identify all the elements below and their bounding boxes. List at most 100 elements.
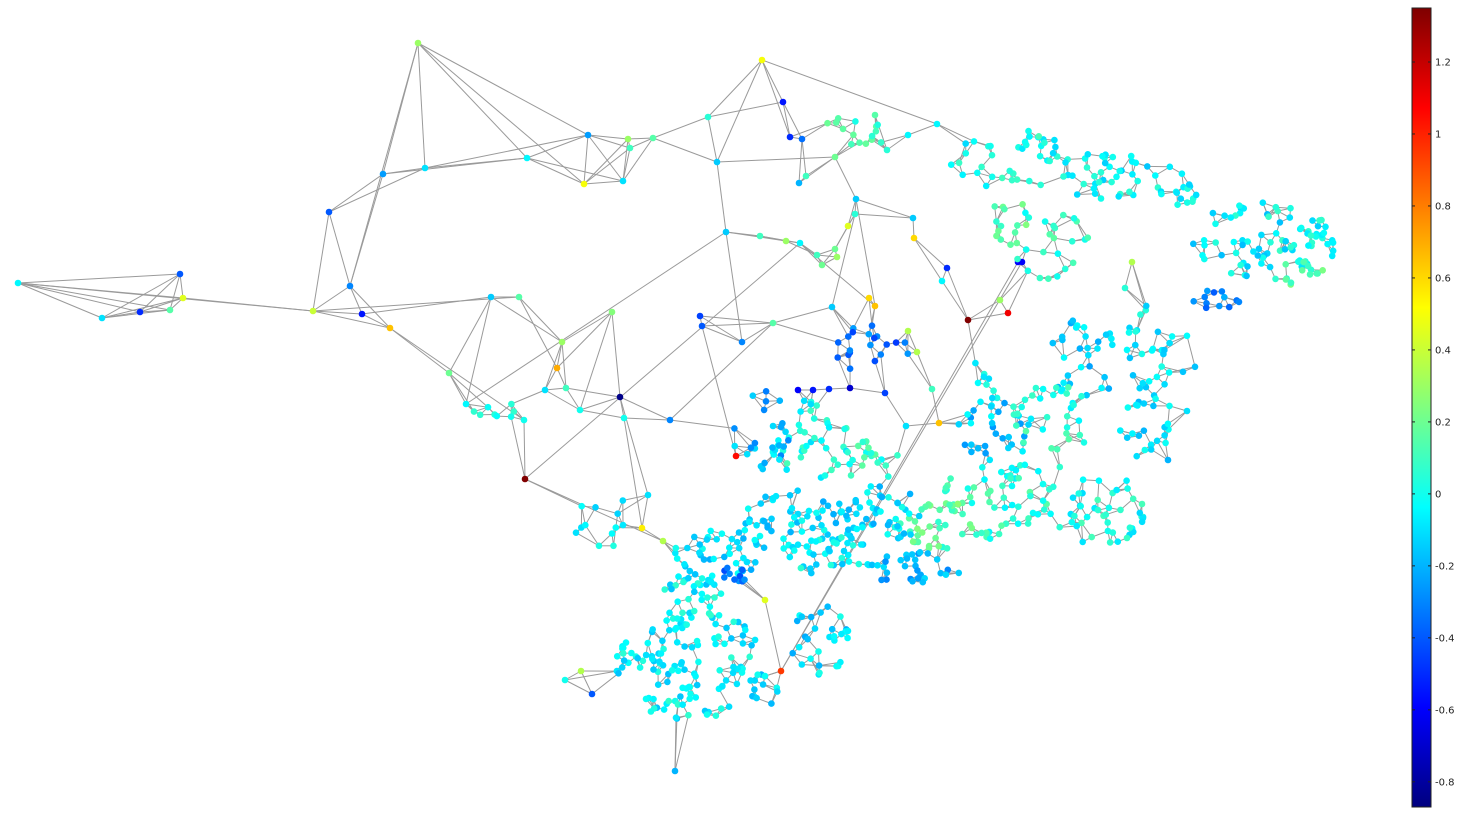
graph-node [1305,242,1312,249]
graph-edge [652,137,718,163]
graph-node [1164,456,1172,464]
graph-edge [886,134,909,151]
graph-node [1041,218,1049,225]
graph-node [779,98,787,106]
graph-edge [831,213,856,308]
graph-edge [699,315,774,324]
graph-node [649,655,656,663]
graph-node [1126,524,1134,531]
graph-node [487,293,495,301]
graph-node [1000,494,1008,502]
graph-node [176,270,184,278]
graph-node [673,615,681,622]
graph-node [1036,274,1044,282]
graph-edge [834,213,856,250]
graph-node [760,544,768,551]
graph-edge [699,315,743,343]
graph-edge [967,312,1009,321]
graph-node [738,669,746,676]
graph-node [1272,230,1280,237]
graph-node [1050,391,1057,399]
graph-node [1090,185,1098,192]
colorbar-tick-label: 0.6 [1435,273,1451,284]
graph-node [1117,427,1124,434]
graph-edge [361,296,492,315]
graph-node [1221,293,1228,301]
graph-node [1298,267,1306,274]
graph-node [845,526,852,533]
graph-node [901,562,909,570]
graph-node [894,523,901,530]
graph-node [988,419,996,427]
graph-node [1013,422,1020,429]
graph-node [894,452,901,459]
graph-node [1136,509,1144,517]
graph-node [908,551,916,558]
graph-node [914,538,922,546]
graph-node [777,667,785,675]
graph-node [1318,216,1325,224]
graph-node [913,348,921,356]
graph-node [904,327,912,335]
graph-edge [1124,287,1147,307]
graph-node [1161,346,1168,354]
graph-node [1027,415,1035,423]
graph-node [985,375,993,383]
graph-node [685,574,692,582]
graph-node [1287,279,1295,287]
graph-node [749,392,757,400]
graph-edge [946,267,969,321]
graph-edge [583,134,589,185]
graph-node [795,421,803,429]
graph-edge [526,157,585,185]
graph-node [1144,163,1151,170]
graph-edge [565,387,581,411]
graph-node [849,456,856,464]
graph-node [1281,246,1289,253]
graph-node [982,449,989,457]
graph-node [964,411,971,418]
graph-edge [583,147,631,185]
graph-node [1021,396,1029,404]
graph-node [664,678,671,686]
graph-node [841,425,848,433]
graph-node [1063,424,1071,431]
graph-node [824,119,831,127]
graph-node [1108,178,1115,186]
graph-node [1007,475,1014,482]
graph-edge [17,282,171,311]
graph-node [684,544,691,552]
graph-node [703,711,711,718]
graph-node [1058,333,1066,341]
graph-node [1114,538,1122,545]
graph-node [752,559,759,566]
graph-node [712,620,719,628]
graph-node [813,561,820,568]
graph-node [1035,133,1043,140]
graph-node [1069,494,1077,502]
graph-edge [424,134,589,169]
graph-node [1084,151,1092,158]
graph-node [728,635,735,642]
graph-node [1272,275,1279,283]
graph-node [833,253,841,261]
graph-node [942,521,949,529]
graph-node [735,529,743,536]
graph-edge [580,670,593,695]
graph-node [794,487,801,495]
graph-edge [1076,221,1089,238]
graph-node [614,510,621,517]
graph-node [729,669,737,677]
graph-node [1072,324,1080,331]
graph-node [1050,234,1058,242]
colorbar-tick-label: 1.2 [1435,57,1451,68]
graph-edge [524,242,801,480]
graph-node [679,609,686,617]
graph-node [1036,152,1044,160]
graph-node [696,312,704,320]
graph-node [558,338,566,346]
graph-node [1001,504,1009,512]
graph-node [1136,384,1143,392]
graph-node [844,627,852,635]
